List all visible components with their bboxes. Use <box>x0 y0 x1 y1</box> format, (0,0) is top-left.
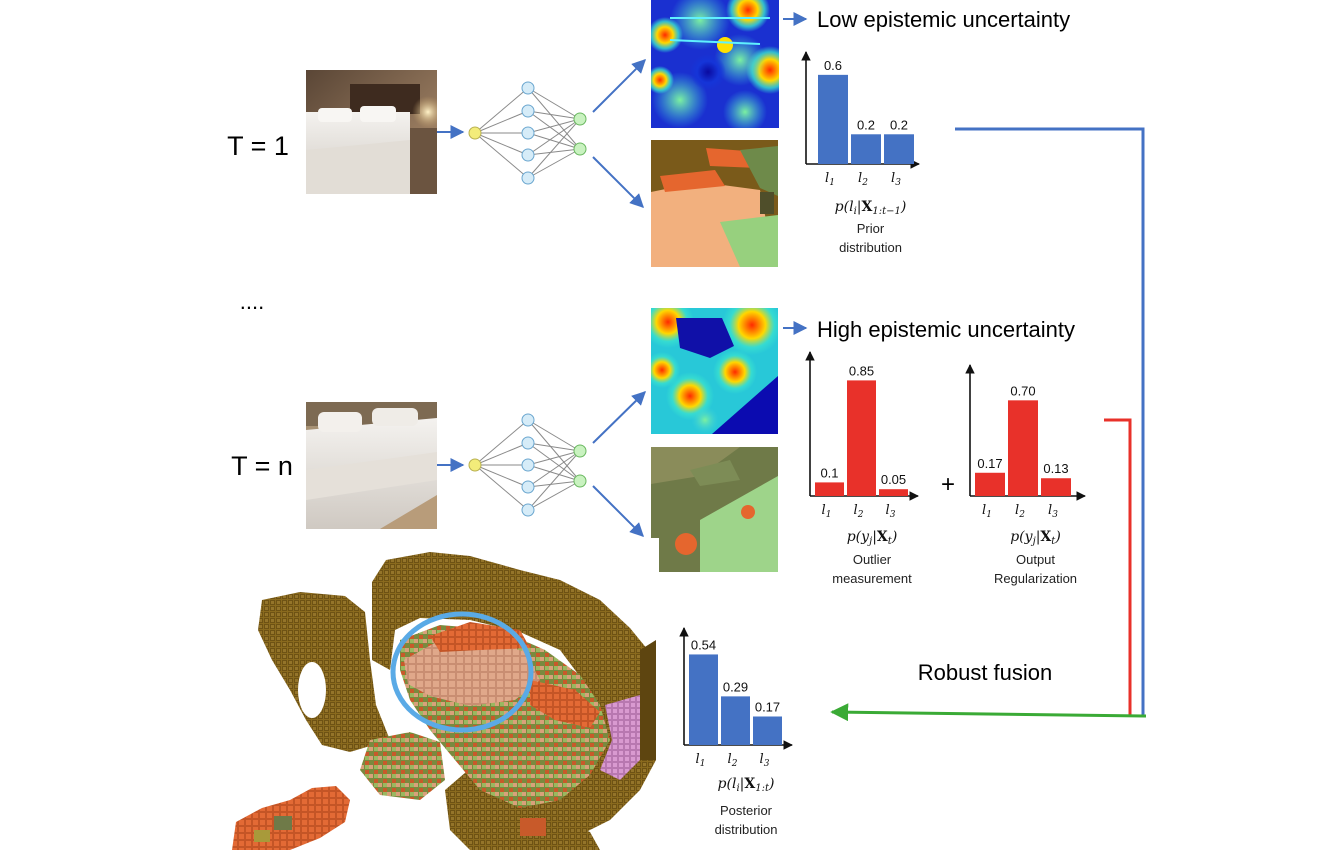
bar-l1 <box>818 74 848 164</box>
bar-l2 <box>721 696 750 745</box>
chart-caption: distribution <box>839 240 902 255</box>
neural-network-last <box>468 413 587 517</box>
distribution-formula: p(yj|Xt) <box>1010 529 1061 547</box>
chart-caption: Regularization <box>994 571 1077 586</box>
chart-caption: distribution <box>715 822 778 837</box>
value-label: 0.05 <box>881 472 906 487</box>
value-label: 0.13 <box>1043 461 1068 476</box>
bar-l3 <box>884 134 914 164</box>
arrow-to-heatmap-last <box>592 391 646 444</box>
voxel-reconstruction <box>232 552 656 850</box>
hidden-node <box>521 126 535 140</box>
frames-ellipsis: .... <box>240 289 264 314</box>
bar-l3 <box>879 489 908 496</box>
value-label: 0.2 <box>890 117 908 132</box>
arrow-to-segmentation-first <box>592 156 644 208</box>
category-label: l1 <box>696 752 706 769</box>
value-label: 0.17 <box>755 699 780 714</box>
category-label: l1 <box>982 503 992 520</box>
value-label: 0.6 <box>824 58 842 73</box>
category-label: l3 <box>886 503 896 520</box>
bar-l2 <box>847 380 876 496</box>
hidden-node <box>521 81 535 95</box>
bar-l3 <box>753 716 782 745</box>
chart-caption: Output <box>1016 552 1055 567</box>
hidden-node <box>521 148 535 162</box>
bar-l2 <box>851 134 881 164</box>
distribution-formula: p(li|X1:t) <box>718 776 775 794</box>
value-label: 0.85 <box>849 363 874 378</box>
chart-posterior: 0.54 l1 0.29 l2 0.17 l3 p(li|X1:t) Posterior dis… <box>679 627 793 837</box>
value-label: 0.1 <box>820 465 838 480</box>
chart-prior: 0.6 l1 0.2 l2 0.2 l3 p(li|X1:t−1) Prior distribu… <box>801 51 920 255</box>
arrow-to-heatmap-first <box>592 59 646 113</box>
neural-network-first <box>468 81 587 185</box>
hidden-node <box>521 171 535 185</box>
frame-label-first: T = 1 <box>227 131 289 161</box>
category-label: l1 <box>822 503 832 520</box>
distribution-formula: p(li|X1:t−1) <box>835 199 907 217</box>
uncertainty-heatmap-low <box>651 0 779 128</box>
hidden-node <box>521 436 535 450</box>
chart-caption: Outlier <box>853 552 892 567</box>
hidden-node <box>521 503 535 517</box>
value-label: 0.2 <box>857 117 875 132</box>
robust-fusion-label: Robust fusion <box>918 660 1053 685</box>
chart-caption: Prior <box>857 221 885 236</box>
segmentation-map-first <box>651 140 778 267</box>
chart-caption: Posterior <box>720 803 773 818</box>
value-label: 0.29 <box>723 679 748 694</box>
category-label: l3 <box>760 752 770 769</box>
chart-regularization: 0.17 l1 0.70 l2 0.13 l3 p(yj|Xt) OutputRegulari… <box>965 364 1086 586</box>
bar-l1 <box>815 482 844 496</box>
hidden-node <box>521 104 535 118</box>
measurement-fusion-line <box>1104 418 1132 716</box>
category-label: l2 <box>858 171 868 188</box>
output-node <box>573 474 587 488</box>
bar-l2 <box>1008 400 1038 496</box>
category-label: l1 <box>825 171 835 188</box>
arrow-to-segmentation-last <box>592 485 644 537</box>
value-label: 0.70 <box>1010 383 1035 398</box>
uncertainty-heatmap-high <box>651 308 778 434</box>
chart-caption: measurement <box>832 571 912 586</box>
input-photo-first <box>306 70 437 194</box>
hidden-node <box>521 458 535 472</box>
segmentation-map-last <box>651 447 778 572</box>
chart-outlier: 0.1 l1 0.85 l2 0.05 l3 p(yj|Xt) Outlier measurem… <box>805 351 919 586</box>
value-label: 0.54 <box>691 637 716 652</box>
value-label: 0.17 <box>977 456 1002 471</box>
bar-l3 <box>1041 478 1071 496</box>
plus-sign: + <box>941 471 955 498</box>
bar-l1 <box>975 472 1005 496</box>
hidden-node <box>521 413 535 427</box>
input-photo-last <box>306 402 437 529</box>
output-node <box>573 444 587 458</box>
output-node <box>573 142 587 156</box>
bar-l1 <box>689 654 718 745</box>
frame-label-last: T = n <box>231 451 293 481</box>
hidden-node <box>521 480 535 494</box>
highlight-ring <box>390 611 534 733</box>
low-uncertainty-label: Low epistemic uncertainty <box>817 7 1070 32</box>
high-uncertainty-label: High epistemic uncertainty <box>817 317 1075 342</box>
prior-fusion-line <box>955 127 1145 716</box>
output-node <box>573 112 587 126</box>
category-label: l3 <box>1048 503 1058 520</box>
distribution-formula: p(yj|Xt) <box>847 529 898 547</box>
category-label: l2 <box>728 752 738 769</box>
input-node <box>468 126 482 140</box>
robust-fusion-arrow <box>830 703 1147 722</box>
input-node <box>468 458 482 472</box>
category-label: l2 <box>1015 503 1025 520</box>
category-label: l2 <box>854 503 864 520</box>
category-label: l3 <box>891 171 901 188</box>
